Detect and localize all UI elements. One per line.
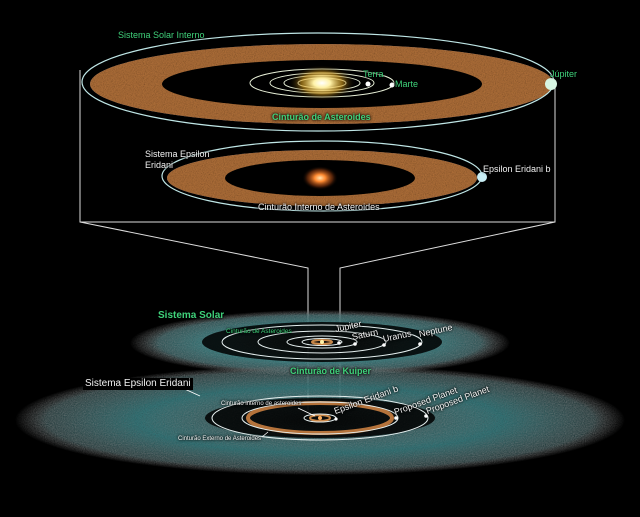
uranus-dot [382, 343, 386, 347]
label-asteroid-belt-top: Cinturão de Asteroides [272, 112, 371, 122]
neptune-dot [418, 342, 422, 346]
inner-solar-system-panel [81, 32, 557, 132]
outer-belt-pointer [261, 431, 269, 438]
label-epsilon-b-top: Epsilon Eridani b [483, 164, 551, 174]
label-outer-belt-small: Cinturão Externo de Asteroides [178, 436, 262, 442]
label-inner-asteroid-belt: Cinturão Interno de Asteroides [258, 202, 380, 212]
epsilon-star-glow [302, 166, 338, 190]
jupiter-dot-top [545, 78, 557, 90]
label-mars: Marte [395, 79, 419, 89]
jupiter-orbit-mid [301, 338, 343, 346]
label-epsilon-system-line2: Eridani [145, 160, 174, 170]
epsilon-b-dot-top [477, 172, 487, 182]
inner-belt-pointer [297, 407, 316, 417]
proposed-planet-orbit-1 [241, 401, 399, 435]
epsilon-b-dot-bottom [334, 417, 338, 421]
label-epsilon-system-line1: Sistema Epsilon [145, 149, 210, 159]
mars-dot [389, 82, 395, 88]
label-earth: Terra [363, 69, 384, 79]
inner-belt-small-ring [309, 414, 331, 422]
label-solar-system: Sistema Solar [158, 310, 225, 321]
solar-system-panel [130, 310, 510, 376]
outer-belt-small-ring [246, 401, 394, 435]
proposed-planet-dot-1 [394, 416, 398, 420]
proposed-planet-orbit-2 [211, 395, 429, 441]
label-asteroid-belt-mid: Cinturão de Asteroides [226, 328, 292, 335]
saturn-dot [353, 342, 357, 346]
neptune-orbit [221, 324, 423, 360]
label-jupiter-top: Júpiter [550, 69, 578, 79]
epsilon-system-bottom-panel [15, 365, 625, 475]
label-inner-belt-small: Cinturão interno de asteroides [221, 401, 302, 407]
label-inner-solar-system: Sistema Solar Interno [118, 30, 205, 40]
uranus-orbit [257, 330, 387, 354]
proposed-planet-dot-2 [424, 414, 428, 418]
earth-dot [365, 81, 371, 87]
label-kuiper-belt: Cinturão de Kuiper [290, 366, 372, 376]
sun-glow-top [288, 65, 356, 101]
epsilon-star-small [318, 416, 322, 420]
epsilon-system-top-panel [161, 140, 487, 212]
jupiter-dot-mid [337, 341, 341, 345]
sun-mid [320, 340, 324, 344]
saturn-orbit [286, 335, 358, 349]
label-epsilon-eridani-system: Sistema Epsilon Eridani [83, 378, 193, 390]
